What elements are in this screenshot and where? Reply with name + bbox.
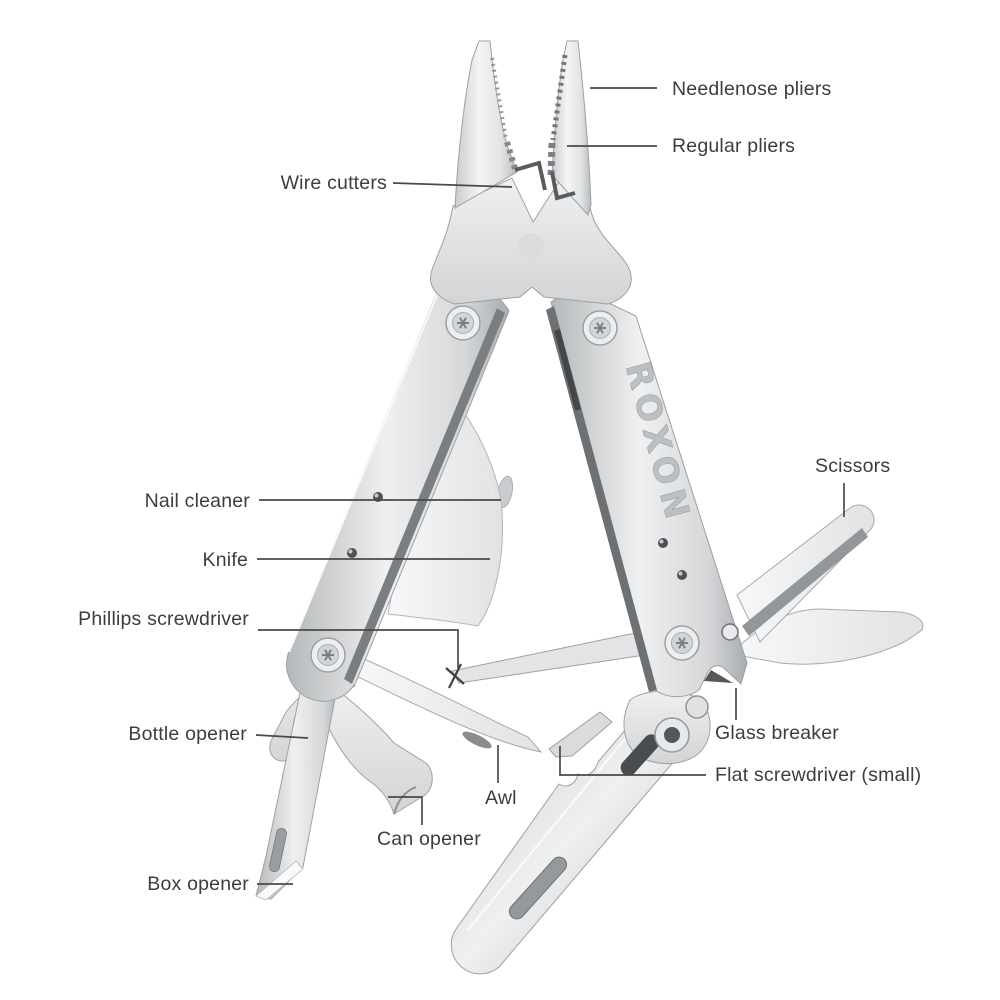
pivot-boss <box>518 233 544 259</box>
label-flat-screwdriver-small: Flat screwdriver (small) <box>715 764 922 786</box>
label-glass-breaker: Glass breaker <box>715 722 839 744</box>
torx-screw <box>582 310 618 346</box>
leader-can-opener <box>388 796 423 825</box>
label-awl: Awl <box>485 787 517 809</box>
leader-phillips-screwdriver <box>258 629 459 668</box>
label-needlenose-pliers: Needlenose pliers <box>672 78 832 100</box>
label-nail-cleaner: Nail cleaner <box>144 490 250 512</box>
right-handle: ROXON <box>546 292 748 698</box>
box-opener-tool <box>255 662 341 901</box>
link-plate <box>620 690 711 776</box>
glass-breaker-tip <box>704 670 733 683</box>
label-phillips-screwdriver: Phillips screwdriver <box>78 608 249 630</box>
pliers-head <box>430 40 632 305</box>
label-scissors: Scissors <box>815 455 891 477</box>
torx-screw <box>310 637 346 673</box>
wire-cutter-notch <box>514 160 547 191</box>
torx-screw <box>664 625 700 661</box>
flat-screwdriver-bit <box>548 711 613 758</box>
label-knife: Knife <box>202 549 248 571</box>
label-wire-cutters: Wire cutters <box>280 172 387 194</box>
leader-flat-screwdriver-small <box>559 746 706 776</box>
scissors-blades <box>736 504 924 665</box>
awl-blade <box>347 654 543 753</box>
rivet <box>658 538 687 580</box>
label-bottle-opener: Bottle opener <box>128 723 247 745</box>
leader-lines <box>255 87 845 885</box>
phillips-bit <box>445 631 646 689</box>
lock-hole <box>721 623 739 641</box>
label-regular-pliers: Regular pliers <box>672 135 796 157</box>
torx-screw <box>445 305 481 341</box>
wire-cutter-notch <box>550 171 576 201</box>
leader-wire-cutters <box>392 182 513 188</box>
label-can-opener: Can opener <box>377 828 481 850</box>
label-box-opener: Box opener <box>147 873 249 895</box>
leader-bottle-opener <box>255 734 309 739</box>
